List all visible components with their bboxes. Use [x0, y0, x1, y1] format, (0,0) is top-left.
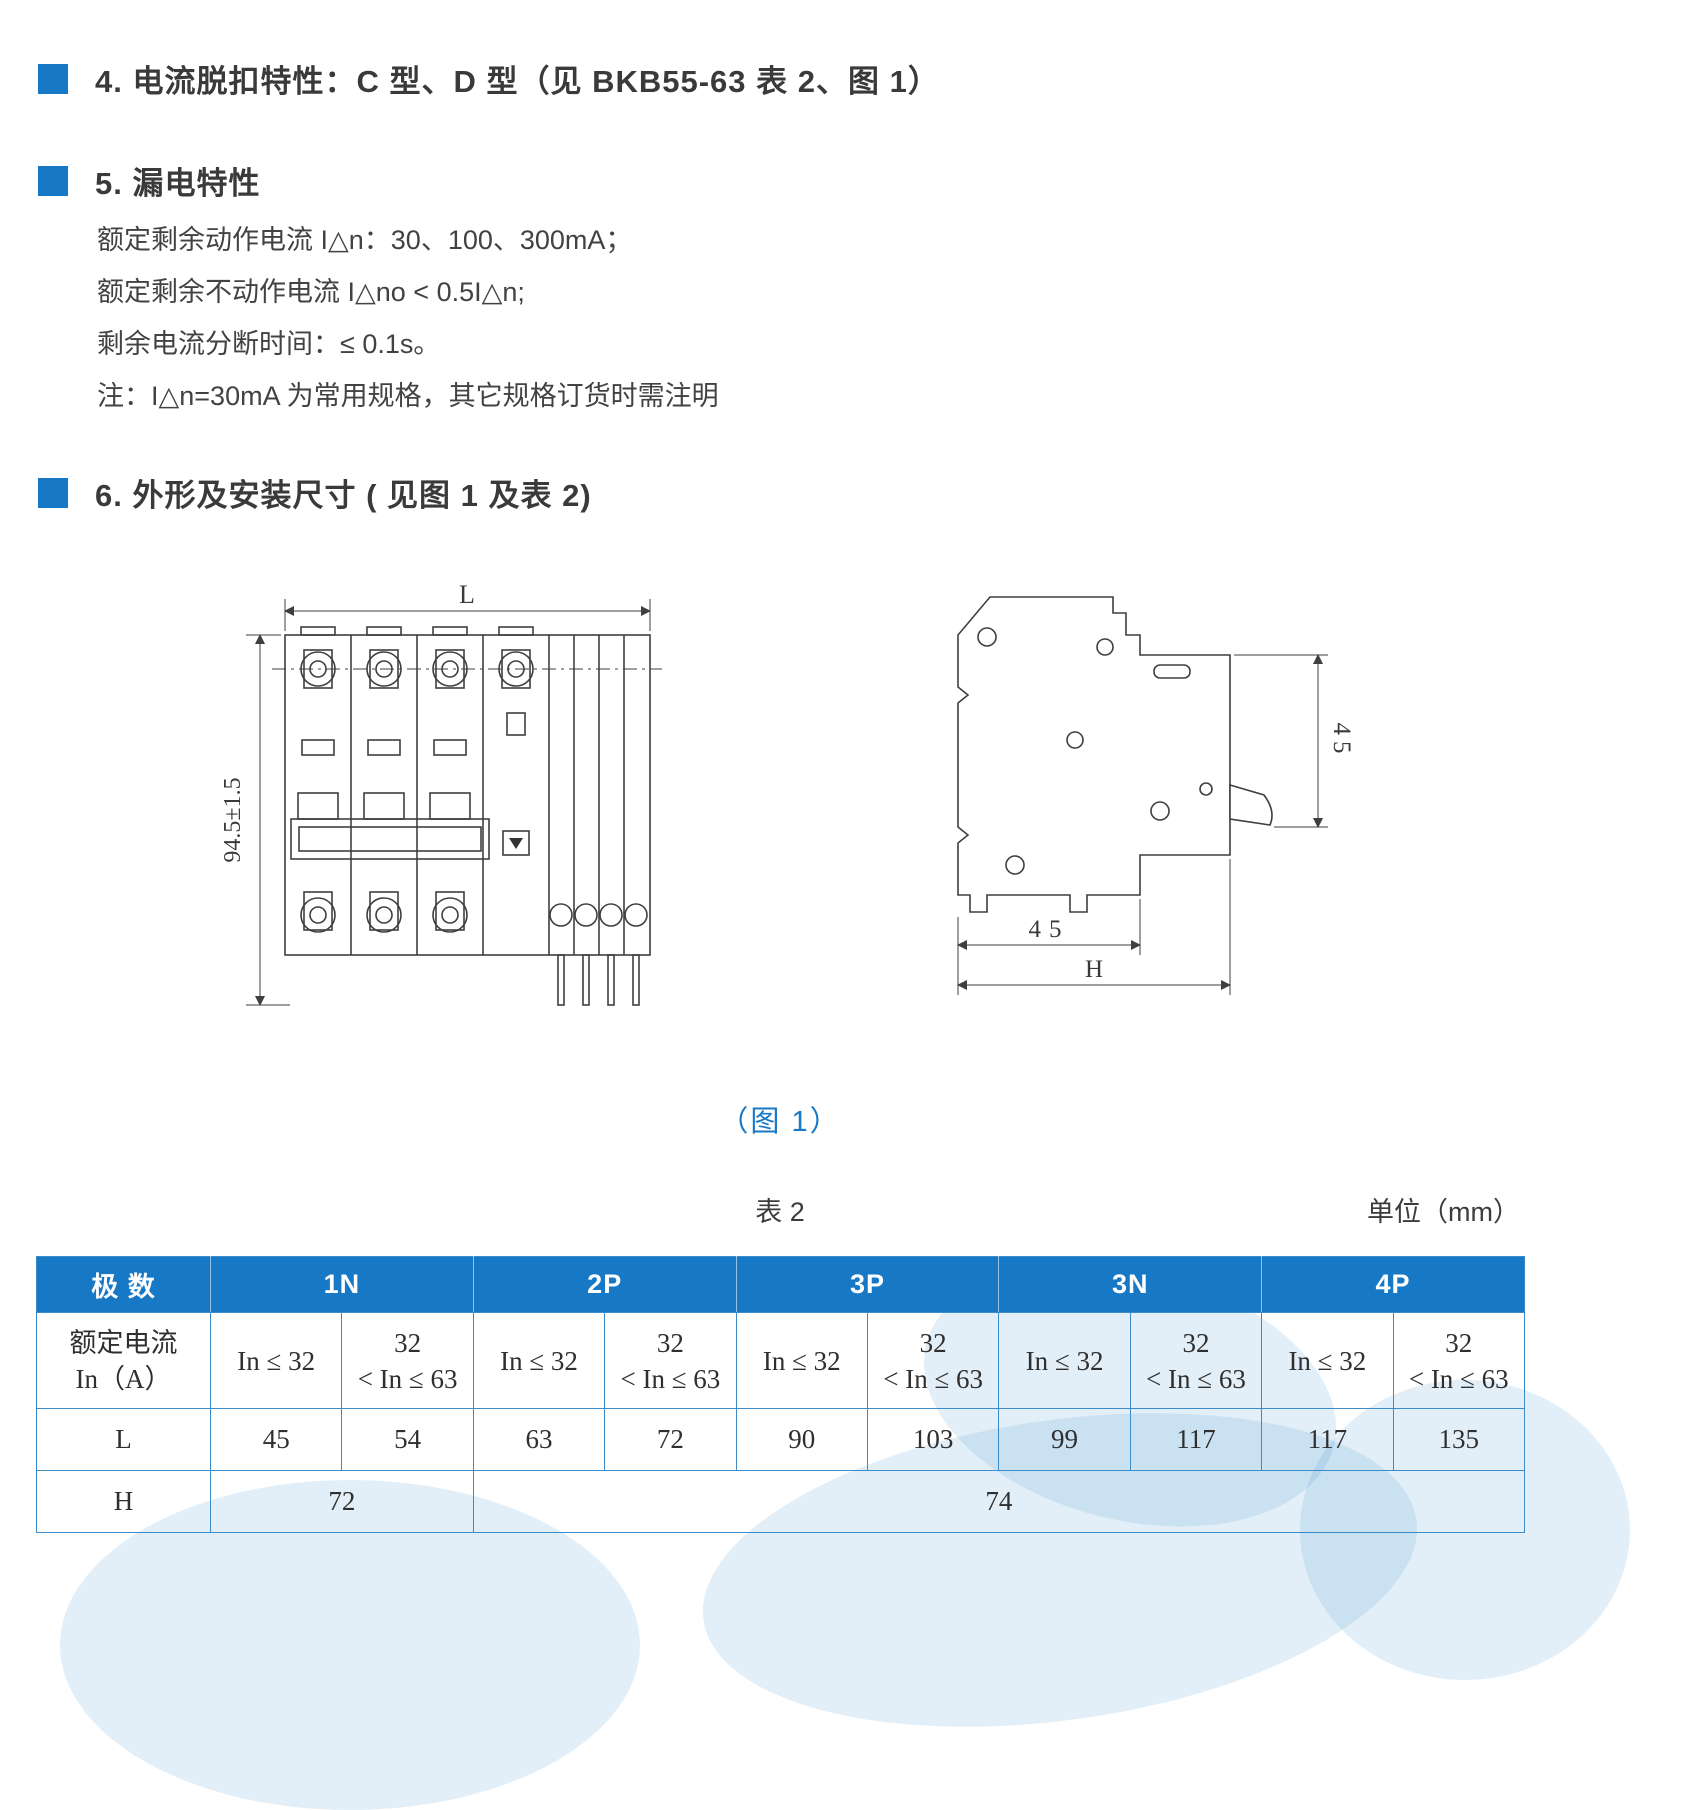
rated-current-label-line1: 额定电流: [69, 1327, 178, 1358]
l-value: 90: [735, 1408, 868, 1471]
side-view-svg: 45 45 H: [957, 596, 1355, 995]
height-row: H 72 74: [36, 1470, 1525, 1533]
leakage-spec-paragraph: 额定剩余动作电流 I△n：30、100、300mA； 额定剩余不动作电流 I△n…: [97, 214, 719, 422]
rated-current-row: 额定电流 In（A） In ≤ 32 32 < In ≤ 63 In ≤ 32 …: [36, 1312, 1525, 1409]
section-4-title: 4. 电流脱扣特性：C 型、D 型（见 BKB55-63 表 2、图 1）: [95, 64, 940, 99]
range-small-1n: In ≤ 32: [209, 1312, 343, 1409]
section-4-heading: 4. 电流脱扣特性：C 型、D 型（见 BKB55-63 表 2、图 1）: [38, 56, 940, 101]
l-value: 72: [604, 1408, 737, 1471]
range-small-4p: In ≤ 32: [1261, 1312, 1394, 1409]
range-large-top: 32: [394, 1327, 422, 1358]
front-view-svg: L 94.5±1.5: [220, 580, 662, 1006]
section-5-heading: 5. 漏电特性: [38, 158, 260, 203]
table-header-row: 极 数 1N 2P 3P 3N 4P: [36, 1256, 1525, 1313]
range-large-3p: 32 < In ≤ 63: [866, 1312, 1000, 1409]
breaker-front-outline: [272, 626, 662, 1006]
col-header-4p: 4P: [1261, 1256, 1525, 1313]
section-bullet-icon: [38, 165, 68, 196]
h-value-1n: 72: [210, 1470, 474, 1533]
range-large-2p: 32 < In ≤ 63: [604, 1312, 737, 1409]
spec-line: 注：I△n=30mA 为常用规格，其它规格订货时需注明: [97, 381, 719, 411]
side-view-drawing: 45 45 H: [930, 575, 1400, 1035]
section-bullet-icon: [38, 477, 68, 508]
dimension-table: 极 数 1N 2P 3P 3N 4P 额定电流 In（A） In ≤ 32 32…: [36, 1256, 1525, 1533]
side-lever-dim-label: 45: [1328, 723, 1355, 760]
col-header-poles: 极 数: [36, 1256, 211, 1313]
section-5-title: 5. 漏电特性: [95, 166, 261, 201]
section-6-title: 6. 外形及安装尺寸 ( 见图 1 及表 2): [95, 478, 592, 513]
breaker-side-outline: [957, 596, 1273, 913]
l-value: 45: [209, 1408, 343, 1471]
side-depth-dim-label: 45: [1029, 916, 1070, 943]
col-header-2p: 2P: [472, 1256, 737, 1313]
range-large-1n: 32 < In ≤ 63: [341, 1312, 474, 1409]
range-small-3n: In ≤ 32: [998, 1312, 1131, 1409]
range-large-top: 32: [1182, 1327, 1210, 1358]
front-width-dim-label: L: [459, 580, 475, 609]
range-large-bottom: < In ≤ 63: [357, 1363, 458, 1394]
range-large-bottom: < In ≤ 63: [620, 1363, 721, 1394]
row-label-h: H: [36, 1470, 211, 1533]
range-small-3p: In ≤ 32: [735, 1312, 868, 1409]
table-label: 表 2: [755, 1197, 805, 1227]
side-total-depth-dim-label: H: [1085, 956, 1103, 983]
front-view-drawing: L 94.5±1.5: [190, 565, 710, 1045]
range-large-top: 32: [919, 1327, 947, 1358]
l-value: 117: [1261, 1408, 1394, 1471]
side-view-dimensions: [957, 654, 1328, 995]
rated-current-label: 额定电流 In（A）: [36, 1312, 211, 1409]
l-value: 63: [472, 1408, 606, 1471]
l-value: 99: [998, 1408, 1131, 1471]
spec-line: 额定剩余不动作电流 I△no < 0.5I△n;: [97, 277, 525, 307]
spec-line: 剩余电流分断时间：≤ 0.1s。: [97, 329, 441, 359]
table-unit-label: 单位（mm）: [1367, 1197, 1520, 1227]
range-large-bottom: < In ≤ 63: [1408, 1363, 1509, 1394]
l-value: 103: [866, 1408, 1000, 1471]
l-value: 135: [1392, 1408, 1525, 1471]
h-value-rest: 74: [472, 1470, 1525, 1533]
col-header-3n: 3N: [998, 1256, 1263, 1313]
range-large-bottom: < In ≤ 63: [883, 1363, 984, 1394]
breaker-lever: [1229, 783, 1273, 826]
document-page: 4. 电流脱扣特性：C 型、D 型（见 BKB55-63 表 2、图 1） 5.…: [36, 56, 1525, 1533]
row-label-l: L: [36, 1408, 211, 1471]
figure-caption: （图 1）: [719, 1106, 841, 1138]
range-large-3n: 32 < In ≤ 63: [1129, 1312, 1263, 1409]
col-header-1n: 1N: [210, 1256, 474, 1313]
spec-line: 额定剩余动作电流 I△n：30、100、300mA；: [97, 225, 633, 255]
front-view-dimensions: [246, 599, 651, 1006]
l-value: 117: [1129, 1408, 1263, 1471]
front-height-dim-label: 94.5±1.5: [220, 777, 246, 862]
test-button-icon: [509, 838, 523, 849]
length-row: L 45 54 63 72 90 103 99 117 117 135: [36, 1408, 1525, 1471]
section-bullet-icon: [38, 63, 68, 94]
col-header-3p: 3P: [735, 1256, 1000, 1313]
section-6-heading: 6. 外形及安装尺寸 ( 见图 1 及表 2): [38, 470, 592, 515]
table-meta-row: 表 2 单位（mm）: [36, 1190, 1524, 1227]
range-large-top: 32: [656, 1327, 684, 1358]
rated-current-label-line2: In（A）: [75, 1363, 172, 1394]
range-large-4p: 32 < In ≤ 63: [1392, 1312, 1525, 1409]
range-small-2p: In ≤ 32: [472, 1312, 606, 1409]
range-large-top: 32: [1445, 1327, 1473, 1358]
range-large-bottom: < In ≤ 63: [1146, 1363, 1246, 1394]
l-value: 54: [341, 1408, 474, 1471]
